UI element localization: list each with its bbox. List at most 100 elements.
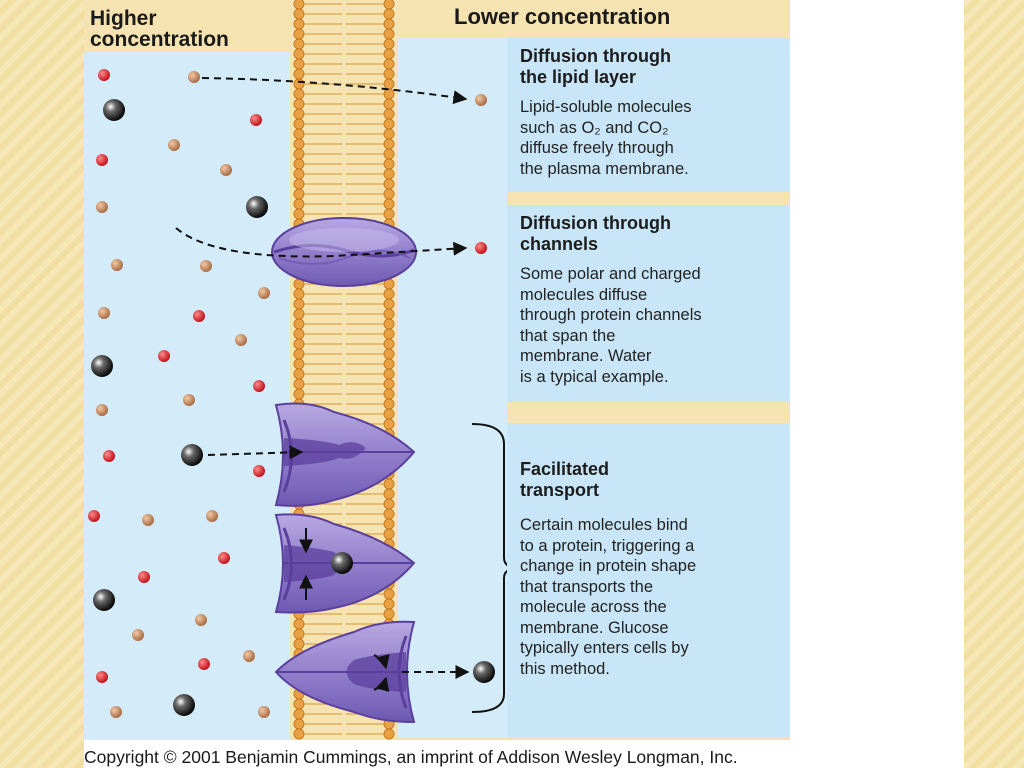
phospholipid-head — [383, 608, 395, 620]
phospholipid-head — [383, 98, 395, 110]
facilitated-transport-text: Certain molecules bind to a protein, tri… — [520, 516, 697, 678]
phospholipid-head — [293, 638, 305, 650]
phospholipid-head — [383, 318, 395, 330]
carrier-release-arrow-top — [373, 654, 390, 670]
higher-concentration-label: Higher concentration — [90, 7, 229, 51]
phospholipid-head — [383, 378, 395, 390]
lipid-soluble-molecule — [142, 514, 154, 526]
lipid-soluble-molecule — [132, 629, 144, 641]
phospholipid-head — [383, 38, 395, 50]
phospholipid-head — [293, 58, 305, 70]
glucose-molecule — [93, 589, 115, 611]
phospholipid-head — [293, 328, 305, 340]
phospholipid-head — [293, 0, 305, 10]
phospholipid-head — [293, 148, 305, 160]
glucose-molecule-transported — [473, 661, 495, 683]
phospholipid-head — [293, 138, 305, 150]
lipid-soluble-molecule — [258, 706, 270, 718]
lipid-soluble-molecule — [168, 139, 180, 151]
phospholipid-head — [383, 198, 395, 210]
phospholipid-head — [293, 108, 305, 120]
phospholipid-head — [293, 78, 305, 90]
lower-concentration-label: Lower concentration — [454, 4, 671, 29]
phospholipid-head — [293, 308, 305, 320]
facilitated-transport-title: Facilitated transport — [520, 459, 610, 500]
phospholipid-head — [293, 718, 305, 730]
lipid-soluble-molecule — [96, 404, 108, 416]
lipid-diffusion-arrow — [201, 77, 468, 105]
channel-protein — [271, 217, 417, 287]
polar-molecule — [250, 114, 262, 126]
intracellular-fluid — [398, 38, 507, 738]
phospholipid-head — [383, 298, 395, 310]
glucose-molecule-bound — [331, 552, 353, 574]
phospholipid-head — [293, 378, 305, 390]
phospholipid-head — [293, 368, 305, 380]
phospholipid-head — [383, 488, 395, 500]
phospholipid-head — [383, 48, 395, 60]
lipid-diffusion-title: Diffusion through the lipid layer — [520, 46, 671, 87]
molecule-field — [88, 69, 270, 718]
phospholipid-head — [383, 58, 395, 70]
polar-molecule — [103, 450, 115, 462]
phospholipid-head — [383, 88, 395, 100]
phospholipid-head — [383, 518, 395, 530]
lipid-soluble-molecule — [183, 394, 195, 406]
carrier-binding-arrow — [207, 445, 304, 460]
lipid-soluble-molecule — [243, 650, 255, 662]
polar-molecule — [88, 510, 100, 522]
lipid-diffusion-box: Diffusion through the lipid layer Lipid-… — [507, 38, 789, 192]
phospholipid-head — [383, 128, 395, 140]
lipid-soluble-molecule — [235, 334, 247, 346]
phospholipid-head — [383, 328, 395, 340]
polar-molecule — [198, 658, 210, 670]
phospholipid-head — [293, 708, 305, 720]
phospholipid-head — [383, 8, 395, 20]
polar-molecule — [253, 380, 265, 392]
phospholipid-head — [383, 348, 395, 360]
lipid-soluble-molecule — [258, 287, 270, 299]
phospholipid-head — [383, 168, 395, 180]
slide-border-right — [964, 0, 1024, 768]
phospholipid-head — [293, 88, 305, 100]
phospholipid-head — [293, 188, 305, 200]
phospholipid-head — [293, 28, 305, 40]
polar-molecule — [96, 154, 108, 166]
phospholipid-head — [383, 188, 395, 200]
phospholipid-head — [383, 78, 395, 90]
phospholipid-head — [293, 128, 305, 140]
phospholipid-head — [293, 168, 305, 180]
lipid-soluble-molecule — [200, 260, 212, 272]
polar-molecule — [218, 552, 230, 564]
phospholipid-head — [383, 338, 395, 350]
carrier-protein-open-outside — [274, 402, 416, 507]
phospholipid-head — [293, 198, 305, 210]
phospholipid-head — [383, 388, 395, 400]
phospholipid-head — [293, 728, 305, 740]
glucose-molecule — [246, 196, 268, 218]
phospholipid-head — [383, 208, 395, 220]
polar-molecule — [158, 350, 170, 362]
phospholipid-head — [293, 618, 305, 630]
phospholipid-head — [383, 178, 395, 190]
phospholipid-head — [293, 298, 305, 310]
phospholipid-head — [383, 728, 395, 740]
phospholipid-head — [293, 358, 305, 370]
phospholipid-head — [293, 48, 305, 60]
phospholipid-head — [293, 38, 305, 50]
phospholipid-head — [383, 508, 395, 520]
phospholipid-head — [293, 98, 305, 110]
phospholipid-head — [293, 158, 305, 170]
phospholipid-head — [383, 358, 395, 370]
lipid-soluble-molecule — [195, 614, 207, 626]
polar-molecule — [253, 465, 265, 477]
lipid-soluble-molecule — [188, 71, 200, 83]
phospholipid-head — [383, 588, 395, 600]
polar-molecule-crossed — [475, 242, 487, 254]
phospholipid-head — [293, 8, 305, 20]
slide: Higher concentration Lower concentration… — [84, 0, 964, 768]
lipid-soluble-molecule — [220, 164, 232, 176]
phospholipid-head — [383, 478, 395, 490]
phospholipid-head — [293, 348, 305, 360]
lipid-soluble-molecule — [96, 201, 108, 213]
